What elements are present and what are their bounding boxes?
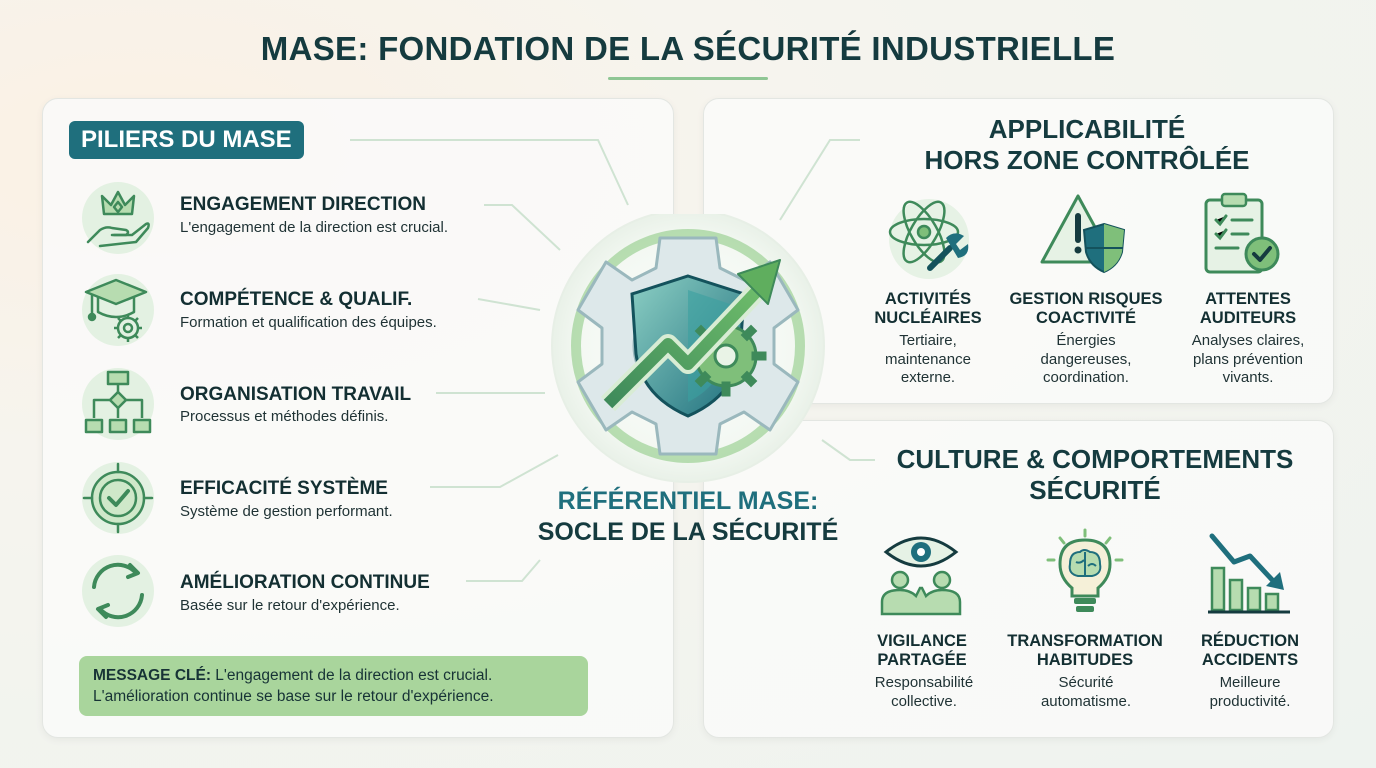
applicability-title-line1: APPLICABILITÉ: [988, 114, 1186, 144]
center-label-line2: SOCLE DE LA SÉCURITÉ: [537, 518, 839, 546]
declining-chart-icon: [1208, 533, 1290, 614]
pillar-title: ORGANISATION TRAVAIL: [180, 384, 412, 405]
pillar-title: AMÉLIORATION CONTINUE: [180, 572, 430, 593]
pillar-title: COMPÉTENCE & QUALIF.: [180, 289, 413, 310]
pillar-title: EFFICACITÉ SYSTÈME: [180, 478, 388, 499]
pillar-desc: L'engagement de la direction est crucial…: [180, 219, 449, 236]
crown-hand-icon: [82, 182, 154, 254]
pillars-header: PILIERS DU MASE: [69, 121, 304, 159]
clipboard-check-icon: [1204, 192, 1280, 274]
pillar-desc: Système de gestion performant.: [180, 503, 393, 520]
page-title: MASE: FONDATION DE LA SÉCURITÉ INDUSTRIE…: [260, 30, 1116, 67]
pillar-desc: Processus et méthodes définis.: [180, 408, 389, 425]
graduation-cap-gear-icon: [82, 274, 154, 346]
center-label-line1: RÉFÉRENTIEL MASE:: [557, 487, 819, 515]
culture-title-line2: SÉCURITÉ: [1029, 475, 1161, 505]
pillar-desc: Basée sur le retour d'expérience.: [180, 597, 400, 614]
eye-people-icon: [880, 536, 962, 616]
atom-wrench-icon: [888, 199, 969, 279]
key-message-line1: L'engagement de la direction est crucial…: [210, 667, 493, 684]
key-message-line2: L'amélioration continue se base sur le r…: [93, 688, 494, 705]
flowchart-icon: [82, 368, 154, 440]
pillar-title: ENGAGEMENT DIRECTION: [180, 194, 426, 215]
title-underline: [608, 77, 768, 80]
culture-title-line1: CULTURE & COMPORTEMENTS: [896, 444, 1294, 474]
warning-shield-icon: [1040, 194, 1126, 274]
center-label: RÉFÉRENTIEL MASE: SOCLE DE LA SÉCURITÉ: [500, 486, 876, 548]
brain-lightbulb-icon: [1046, 528, 1124, 612]
applicability-title-line2: HORS ZONE CONTRÔLÉE: [924, 145, 1250, 175]
pillar-desc: Formation et qualification des équipes.: [180, 314, 437, 331]
applicability-title: APPLICABILITÉ HORS ZONE CONTRÔLÉE: [860, 114, 1314, 176]
key-message-box: MESSAGE CLÉ: L'engagement de la directio…: [79, 656, 588, 716]
key-message-label: MESSAGE CLÉ:: [93, 667, 211, 684]
culture-title: CULTURE & COMPORTEMENTS SÉCURITÉ: [860, 444, 1330, 506]
mase-emblem-icon: [551, 214, 825, 483]
target-check-icon: [82, 462, 154, 534]
cycle-arrows-icon: [82, 555, 154, 627]
